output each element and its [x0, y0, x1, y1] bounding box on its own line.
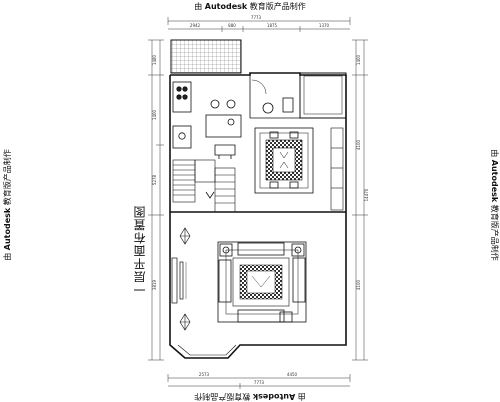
- dim-right-1: 1400: [356, 54, 361, 65]
- dim-top-2: 880: [228, 23, 236, 28]
- dining-area: [254, 127, 314, 194]
- plant-decor: [179, 227, 191, 331]
- dim-right-2: 4100: [356, 139, 361, 150]
- dim-bottom-2: 4450: [287, 372, 298, 377]
- dim-bottom-1: 2573: [199, 372, 210, 377]
- dim-top-3: 1875: [267, 23, 278, 28]
- dim-top-1: 2942: [190, 23, 201, 28]
- watermark-top: 由 Autodesk 教育版产品制作: [0, 1, 500, 12]
- watermark-prefix: 由: [194, 2, 203, 11]
- kitchen: [172, 81, 242, 159]
- watermark-brand: Autodesk: [204, 2, 248, 11]
- storage-room: [299, 72, 347, 119]
- dimension-top: [167, 17, 351, 32]
- dim-left-1: 1480: [152, 54, 157, 65]
- dim-top-total: 7773: [251, 15, 262, 20]
- dim-left-2: 1400: [152, 109, 157, 120]
- exterior-walls: [169, 72, 347, 213]
- living-room-furniture: [217, 241, 307, 323]
- watermark-suffix: 教育版产品制作: [249, 2, 306, 11]
- dim-left-4: 3819: [152, 279, 157, 290]
- tv-unit: [171, 257, 187, 304]
- dim-left-3: 5278: [152, 174, 157, 185]
- dim-top-4: 1370: [319, 23, 330, 28]
- staircase: [172, 159, 236, 213]
- dimension-right: [352, 39, 368, 361]
- dimension-bottom: [167, 374, 351, 389]
- dimension-left: [148, 39, 164, 361]
- living-room-walls: [169, 212, 347, 359]
- balcony: [170, 39, 242, 74]
- bathroom: [249, 75, 300, 119]
- dim-right-4: 4100: [356, 279, 361, 290]
- dim-bottom-total: 7773: [254, 380, 265, 385]
- wall-cabinet: [330, 127, 344, 211]
- dim-right-3: 14470: [364, 188, 369, 201]
